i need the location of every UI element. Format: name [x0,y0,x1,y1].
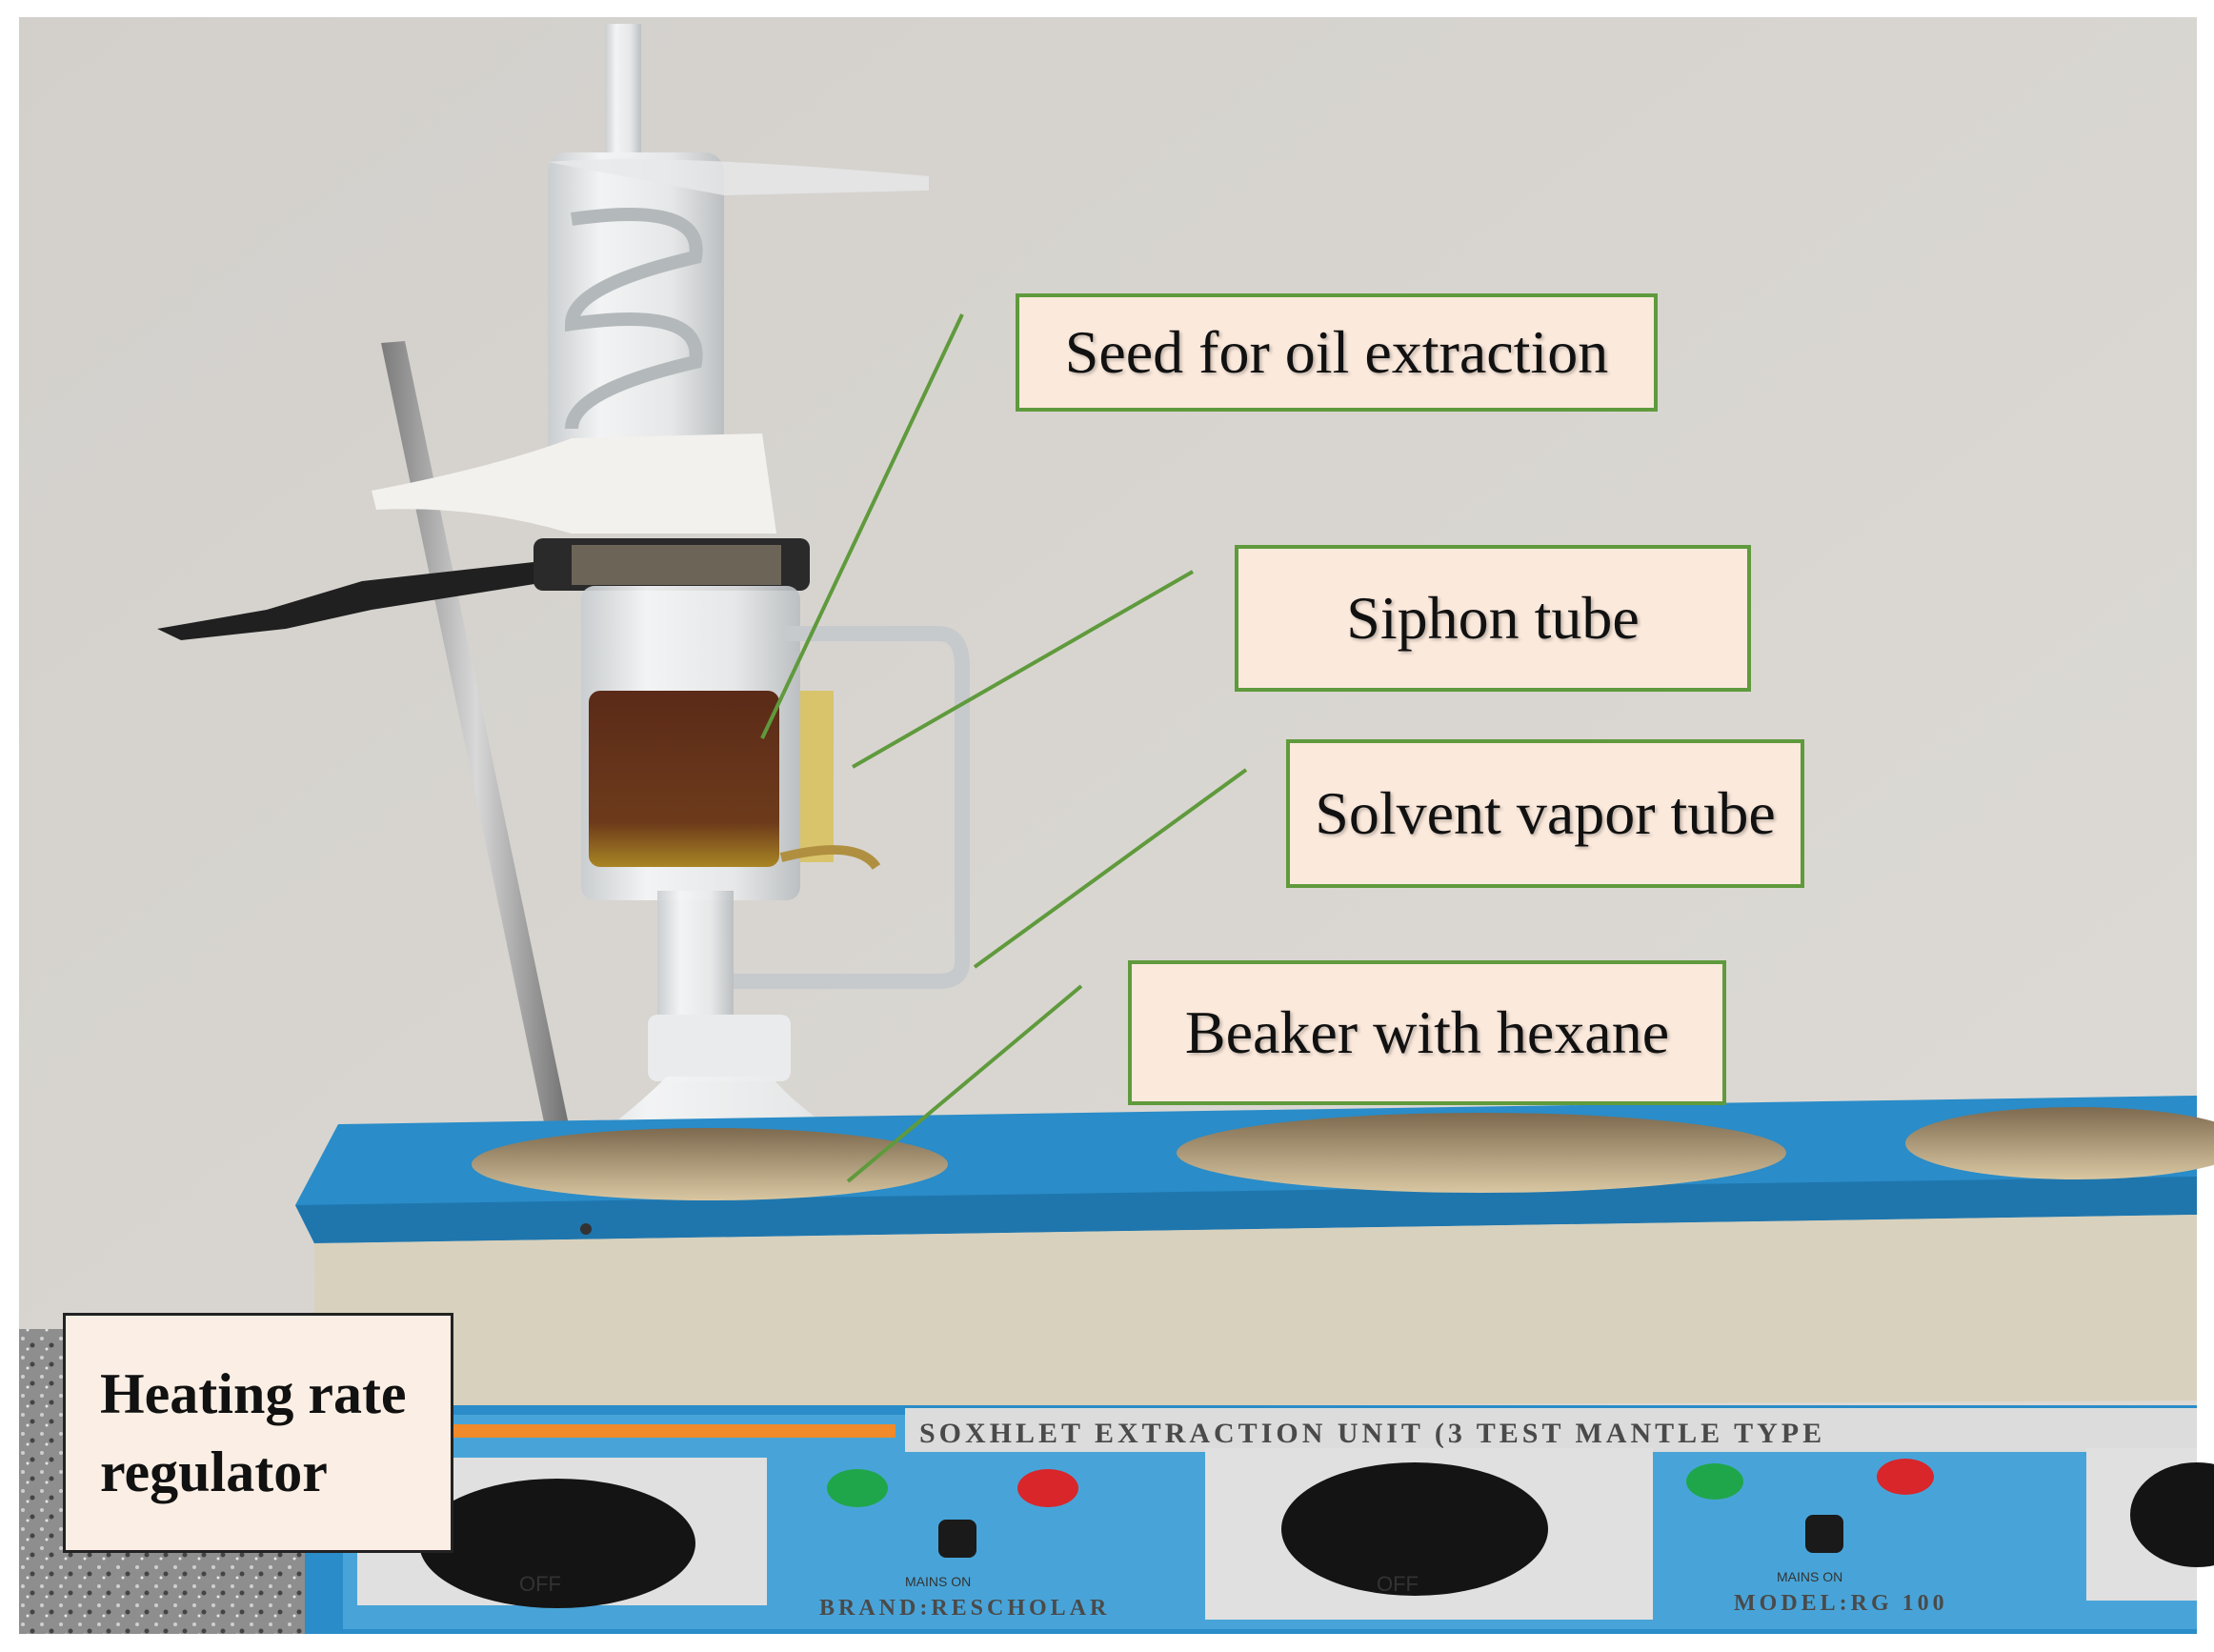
heating-label: Heating rate regulator [100,1362,407,1503]
heating-callout: Heating rate regulator [63,1313,453,1553]
vapor-leader-line [973,768,1248,969]
siphon-label: Siphon tube [1346,584,1640,652]
siphon-callout: Siphon tube [1235,545,1751,692]
beaker-leader-line [846,984,1083,1183]
seed-label: Seed for oil extraction [1064,318,1609,386]
vapor-label: Solvent vapor tube [1315,779,1776,847]
mains-on-right: MAINS ON [1777,1569,1842,1584]
beaker-label: Beaker with hexane [1184,998,1670,1066]
model-text: MODEL:RG 100 [1734,1591,1948,1616]
knob-off-label-2: OFF [1377,1572,1419,1596]
beaker-callout: Beaker with hexane [1128,960,1726,1105]
siphon-leader-line [852,570,1194,769]
brand-text: BRAND:RESCHOLAR [819,1596,1110,1621]
seed-callout: Seed for oil extraction [1016,293,1658,412]
unit-title-text: SOXHLET EXTRACTION UNIT (3 TEST MANTLE T… [919,1418,1825,1449]
mains-on-left: MAINS ON [905,1574,971,1589]
vapor-callout: Solvent vapor tube [1286,739,1804,888]
seed-leader-line [760,313,964,739]
knob-off-label: OFF [519,1572,561,1596]
